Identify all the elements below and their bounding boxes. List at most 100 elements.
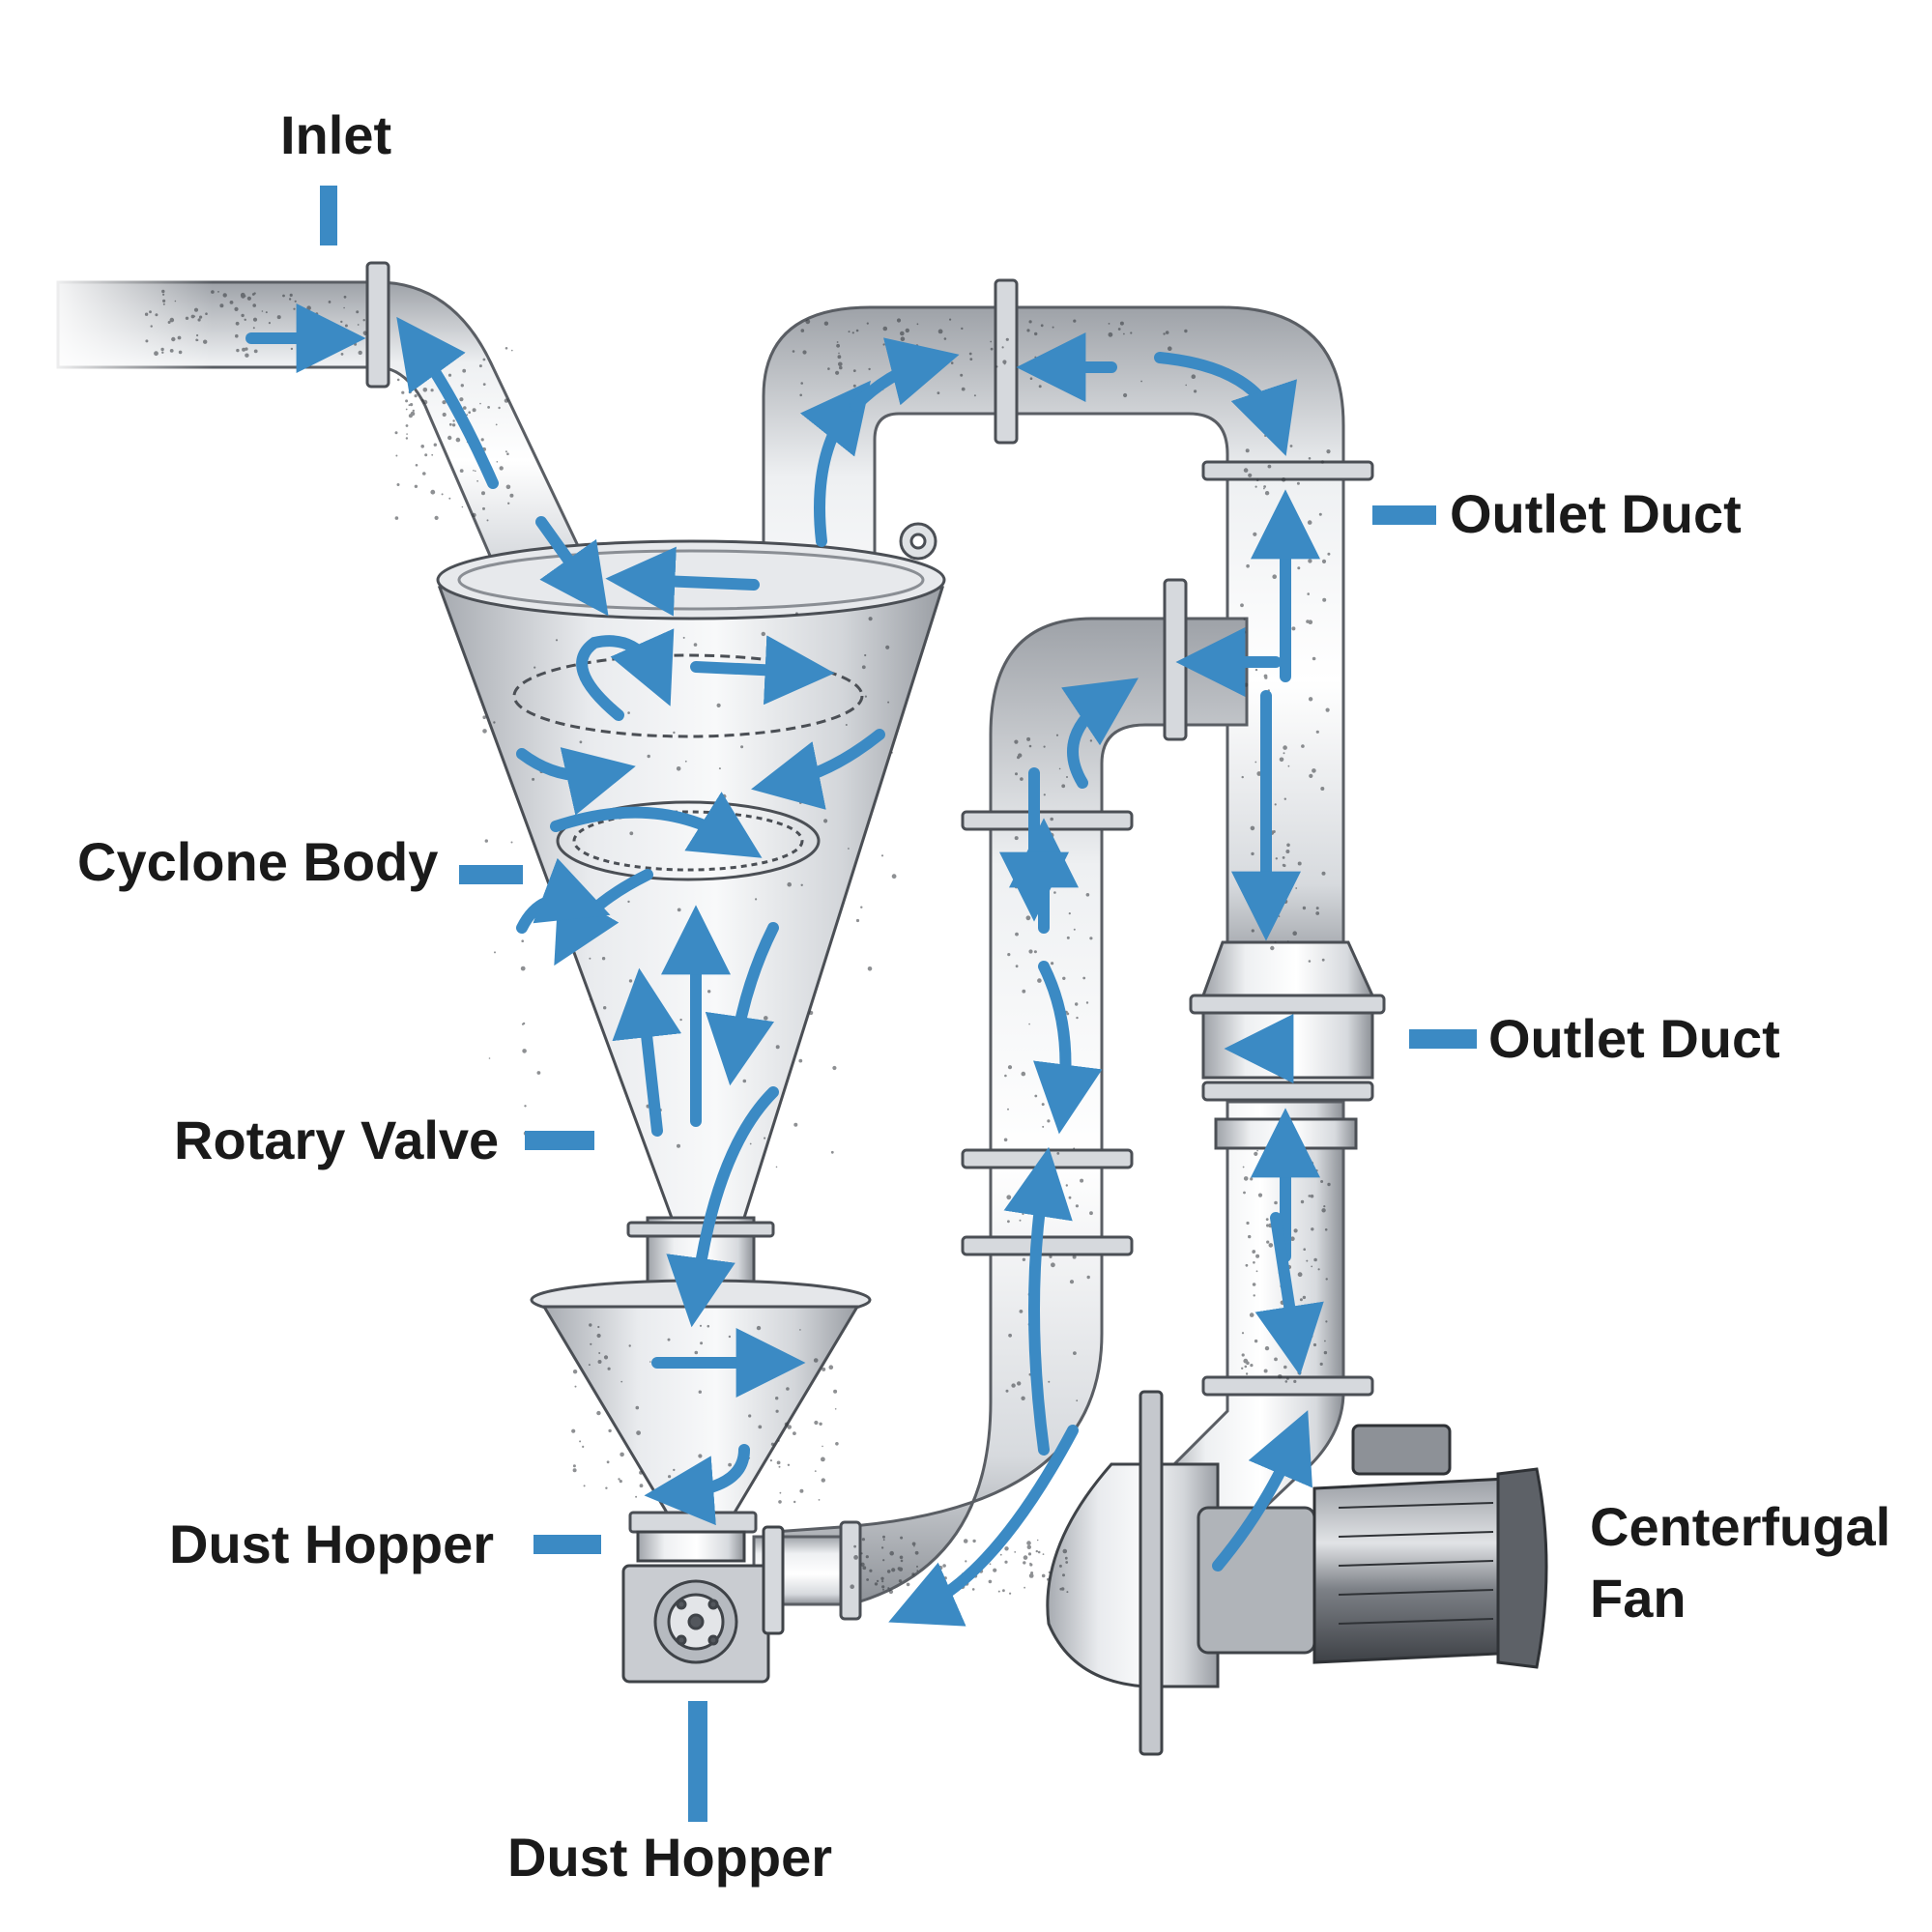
dust-particle [775,1045,780,1050]
dust-particle [251,293,255,296]
dust-particle [1255,1254,1260,1258]
dust-particle [1051,962,1054,966]
dust-particle [252,317,258,322]
dust-particle [343,306,345,309]
dust-particle [169,317,175,323]
dust-particle [1301,539,1305,543]
dust-particle [430,389,434,392]
dust-particle [396,378,400,382]
dust-particle [1028,949,1033,954]
dust-particle [1240,603,1244,608]
dust-particle [836,343,840,348]
dust-particle [150,325,153,328]
dust-particle [441,493,444,496]
dust-particle [775,1397,779,1400]
dust-particle [509,493,514,498]
dust-particle [1062,1548,1068,1554]
dust-particle [572,1370,578,1374]
dust-particle [943,337,947,340]
dust-particle [862,1566,867,1571]
flanges [365,261,1374,1621]
dust-particle [1282,856,1285,859]
dust-particle [693,837,698,842]
dust-particle [784,1422,790,1427]
dust-particle [834,1408,837,1410]
dust-particle [282,294,285,298]
dust-particle [752,1371,757,1376]
dust-particle [1245,448,1250,453]
dust-particle [447,373,452,377]
dust-particle [1072,1254,1077,1259]
dust-particle [268,322,271,325]
dust-particle [521,939,524,942]
dust-particle [1036,1539,1039,1542]
dust-particle [414,484,418,488]
dust-particle [1042,1125,1045,1128]
dust-particle [1061,784,1066,789]
dust-particle [677,1143,680,1148]
dust-particle [1310,1194,1314,1198]
dust-particle [823,321,829,326]
dust-particle [864,695,868,698]
dust-particle [219,303,224,308]
dust-particle [740,745,744,749]
dust-particle [1073,1099,1075,1102]
dust-particle [265,311,268,314]
dust-particle [1305,1317,1308,1320]
dust-particle [902,346,906,350]
dust-particle [891,350,894,353]
dust-particle [555,639,559,642]
dust-particle [1071,382,1076,387]
flow-arrow-icon [666,1086,779,1328]
dust-particle [943,357,946,360]
dust-particle [1009,1592,1012,1595]
dust-particle [290,347,294,351]
dust-particle [1123,392,1128,398]
dust-particle [185,316,189,320]
flow-arrow-icon [1061,678,1139,789]
dust-particle [898,1579,903,1583]
dust-particle [1283,752,1285,755]
flow-arrow-icon [1212,1410,1312,1572]
dust-particle [1003,362,1006,365]
dust-particle [1311,1265,1313,1268]
dust-particle [1033,950,1037,954]
dust-particle [874,1582,879,1586]
dust-particle [1052,354,1055,357]
dust-particle [1019,1219,1022,1222]
dust-particle [511,349,513,352]
flow-arrow-icon [605,546,760,617]
dust-particle [505,347,508,350]
dust-particle [144,312,149,316]
dust-particle [1043,745,1046,748]
dust-particle [362,319,365,322]
dust-particle [1058,767,1061,770]
dust-particle [1014,739,1019,744]
dust-particle [914,1550,919,1555]
dust-particle [882,1559,885,1562]
dust-particle [1297,566,1301,570]
dust-particle [798,1058,803,1063]
dust-particle [1130,332,1133,334]
dust-particle [832,1065,837,1071]
dust-particle [406,433,408,435]
dust-particle [1246,1221,1250,1226]
dust-particle [459,469,464,473]
dust-particle [430,489,436,495]
flow-arrow-icon [516,857,611,934]
dust-particle [246,296,251,301]
dust-particle [1075,1204,1079,1208]
dust-particle [1309,1334,1313,1339]
dust-particle [607,1367,611,1370]
dust-particle [882,1535,885,1539]
dust-particle [1073,1351,1077,1355]
dust-particle [1264,1345,1270,1351]
dust-particle [482,506,485,510]
dust-particle [1279,757,1284,763]
dust-particle [1284,883,1287,886]
dust-particle [494,951,496,954]
dust-particle [1022,989,1026,994]
dust-particle [1108,323,1110,325]
dust-particle [505,450,507,453]
dust-particle [1023,1561,1026,1565]
